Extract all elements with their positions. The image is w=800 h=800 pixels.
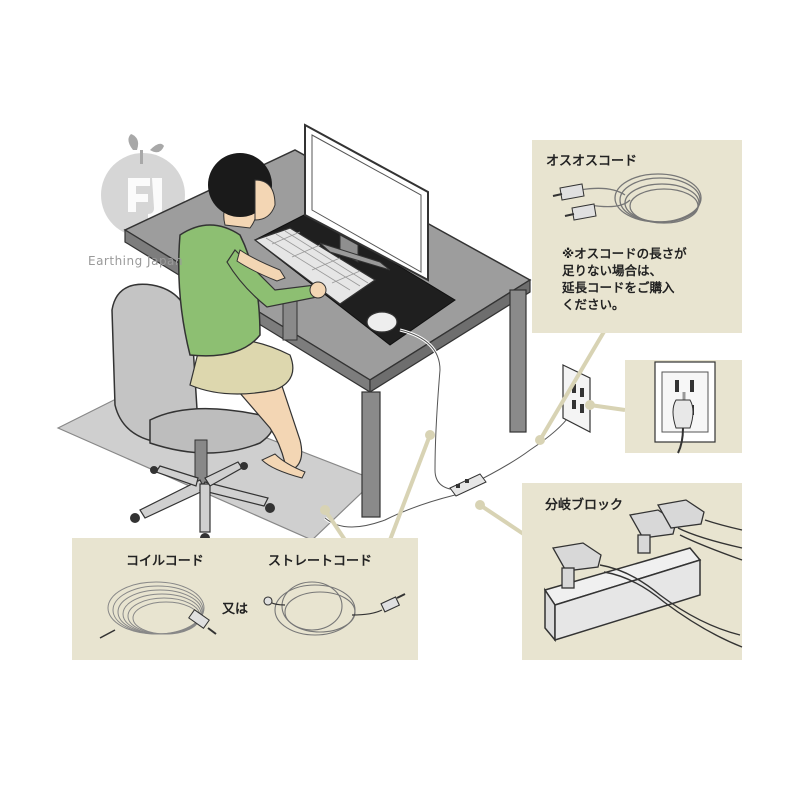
outlet-illustration	[655, 362, 715, 453]
male-cord-note-line: ※オスコードの長さが	[562, 245, 687, 262]
male-cord-note-line: 延長コードをご購入	[562, 279, 687, 296]
male-cord-note: ※オスコードの長さが 足りない場合は、 延長コードをご購入 ください。	[562, 245, 687, 313]
branch-block-label: 分岐ブロック	[545, 494, 623, 513]
branch-block-small	[450, 474, 486, 496]
logo-text: Earthing Japan	[88, 254, 183, 268]
mouse	[367, 312, 397, 332]
straight-cord-label: ストレートコード	[268, 550, 372, 569]
male-cord-label: オスオスコード	[546, 150, 637, 169]
male-cord-note-line: 足りない場合は、	[562, 262, 687, 279]
coil-cord-label: コイルコード	[126, 550, 204, 569]
or-text: 又は	[222, 598, 248, 617]
male-cord-note-line: ください。	[562, 296, 687, 313]
